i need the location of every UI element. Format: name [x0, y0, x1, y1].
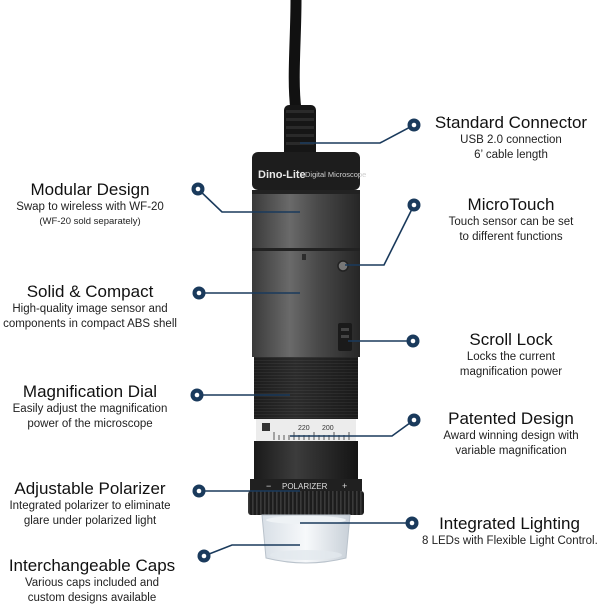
feature-desc: to different functions	[459, 231, 563, 243]
polarizer-plus: +	[342, 481, 347, 491]
model-text: Digital Microscope	[305, 170, 366, 179]
interchangeable-cap	[261, 514, 351, 564]
feature-desc: Various caps included and	[24, 577, 160, 589]
feature-desc: Integrated polarizer to eliminate	[9, 500, 171, 512]
feature-note: (WF-20 sold separately)	[39, 216, 141, 227]
feature-scroll-lock: Scroll Lock Locks the current magnificat…	[445, 330, 577, 380]
feature-title: Patented Design	[448, 409, 574, 428]
feature-integrated-lighting: Integrated Lighting 8 LEDs with Flexible…	[422, 514, 598, 549]
feature-desc: Easily adjust the magnification	[12, 403, 168, 415]
feature-title: Solid & Compact	[26, 282, 154, 301]
feature-desc: Touch sensor can be set	[448, 216, 574, 228]
brand-text: Dino-Lite	[258, 169, 306, 181]
feature-desc: USB 2.0 connection	[460, 134, 562, 146]
microscope-base-body	[254, 441, 358, 479]
feature-adjustable-polarizer: Adjustable Polarizer Integrated polarize…	[2, 479, 178, 529]
feature-solid-compact: Solid & Compact High-quality image senso…	[2, 282, 178, 332]
feature-desc: 6’ cable length	[474, 149, 548, 161]
feature-desc: power of the microscope	[27, 418, 153, 430]
feature-desc: Swap to wireless with WF-20	[16, 201, 164, 213]
feature-title: Interchangeable Caps	[8, 556, 176, 575]
polarizer-knurled-ring	[248, 491, 364, 515]
feature-microtouch: MicroTouch Touch sensor can be set to di…	[440, 195, 582, 245]
feature-desc: custom designs available	[27, 592, 157, 604]
microtouch-button	[337, 260, 349, 272]
scale-label-200: 200	[322, 425, 334, 432]
scale-label-220: 220	[298, 425, 310, 432]
feature-standard-connector: Standard Connector USB 2.0 connection 6’…	[430, 113, 592, 163]
feature-title: Scroll Lock	[469, 330, 553, 349]
feature-magnification-dial: Magnification Dial Easily adjust the mag…	[5, 382, 175, 432]
feature-desc: components in compact ABS shell	[3, 318, 177, 330]
feature-desc: variable magnification	[455, 445, 567, 457]
feature-desc: High-quality image sensor and	[12, 303, 168, 315]
polarizer-ring	[250, 479, 362, 491]
microscope-upper-body	[252, 190, 360, 250]
feature-desc: Award winning design with	[443, 430, 579, 442]
feature-title: Integrated Lighting	[439, 514, 580, 533]
feature-desc: magnification power	[459, 366, 563, 378]
callout-lines	[197, 124, 415, 557]
feature-title: Magnification Dial	[22, 382, 158, 401]
feature-title: Adjustable Polarizer	[14, 479, 166, 498]
callout-dots	[190, 118, 421, 563]
feature-desc: glare under polarized light	[23, 515, 157, 527]
feature-interchangeable-caps: Interchangeable Caps Various caps includ…	[2, 556, 182, 606]
feature-title: MicroTouch	[467, 195, 555, 214]
feature-desc: Locks the current	[466, 351, 556, 363]
feature-patented-design: Patented Design Award winning design wit…	[436, 409, 586, 459]
microscope-top-cap	[252, 152, 360, 190]
feature-desc: 8 LEDs with Flexible Light Control.	[422, 535, 598, 547]
feature-title: Standard Connector	[434, 113, 588, 132]
polarizer-minus: −	[266, 481, 271, 491]
feature-title: Modular Design	[30, 180, 150, 199]
feature-modular-design: Modular Design Swap to wireless with WF-…	[5, 180, 175, 228]
polarizer-label: POLARIZER	[282, 482, 328, 491]
